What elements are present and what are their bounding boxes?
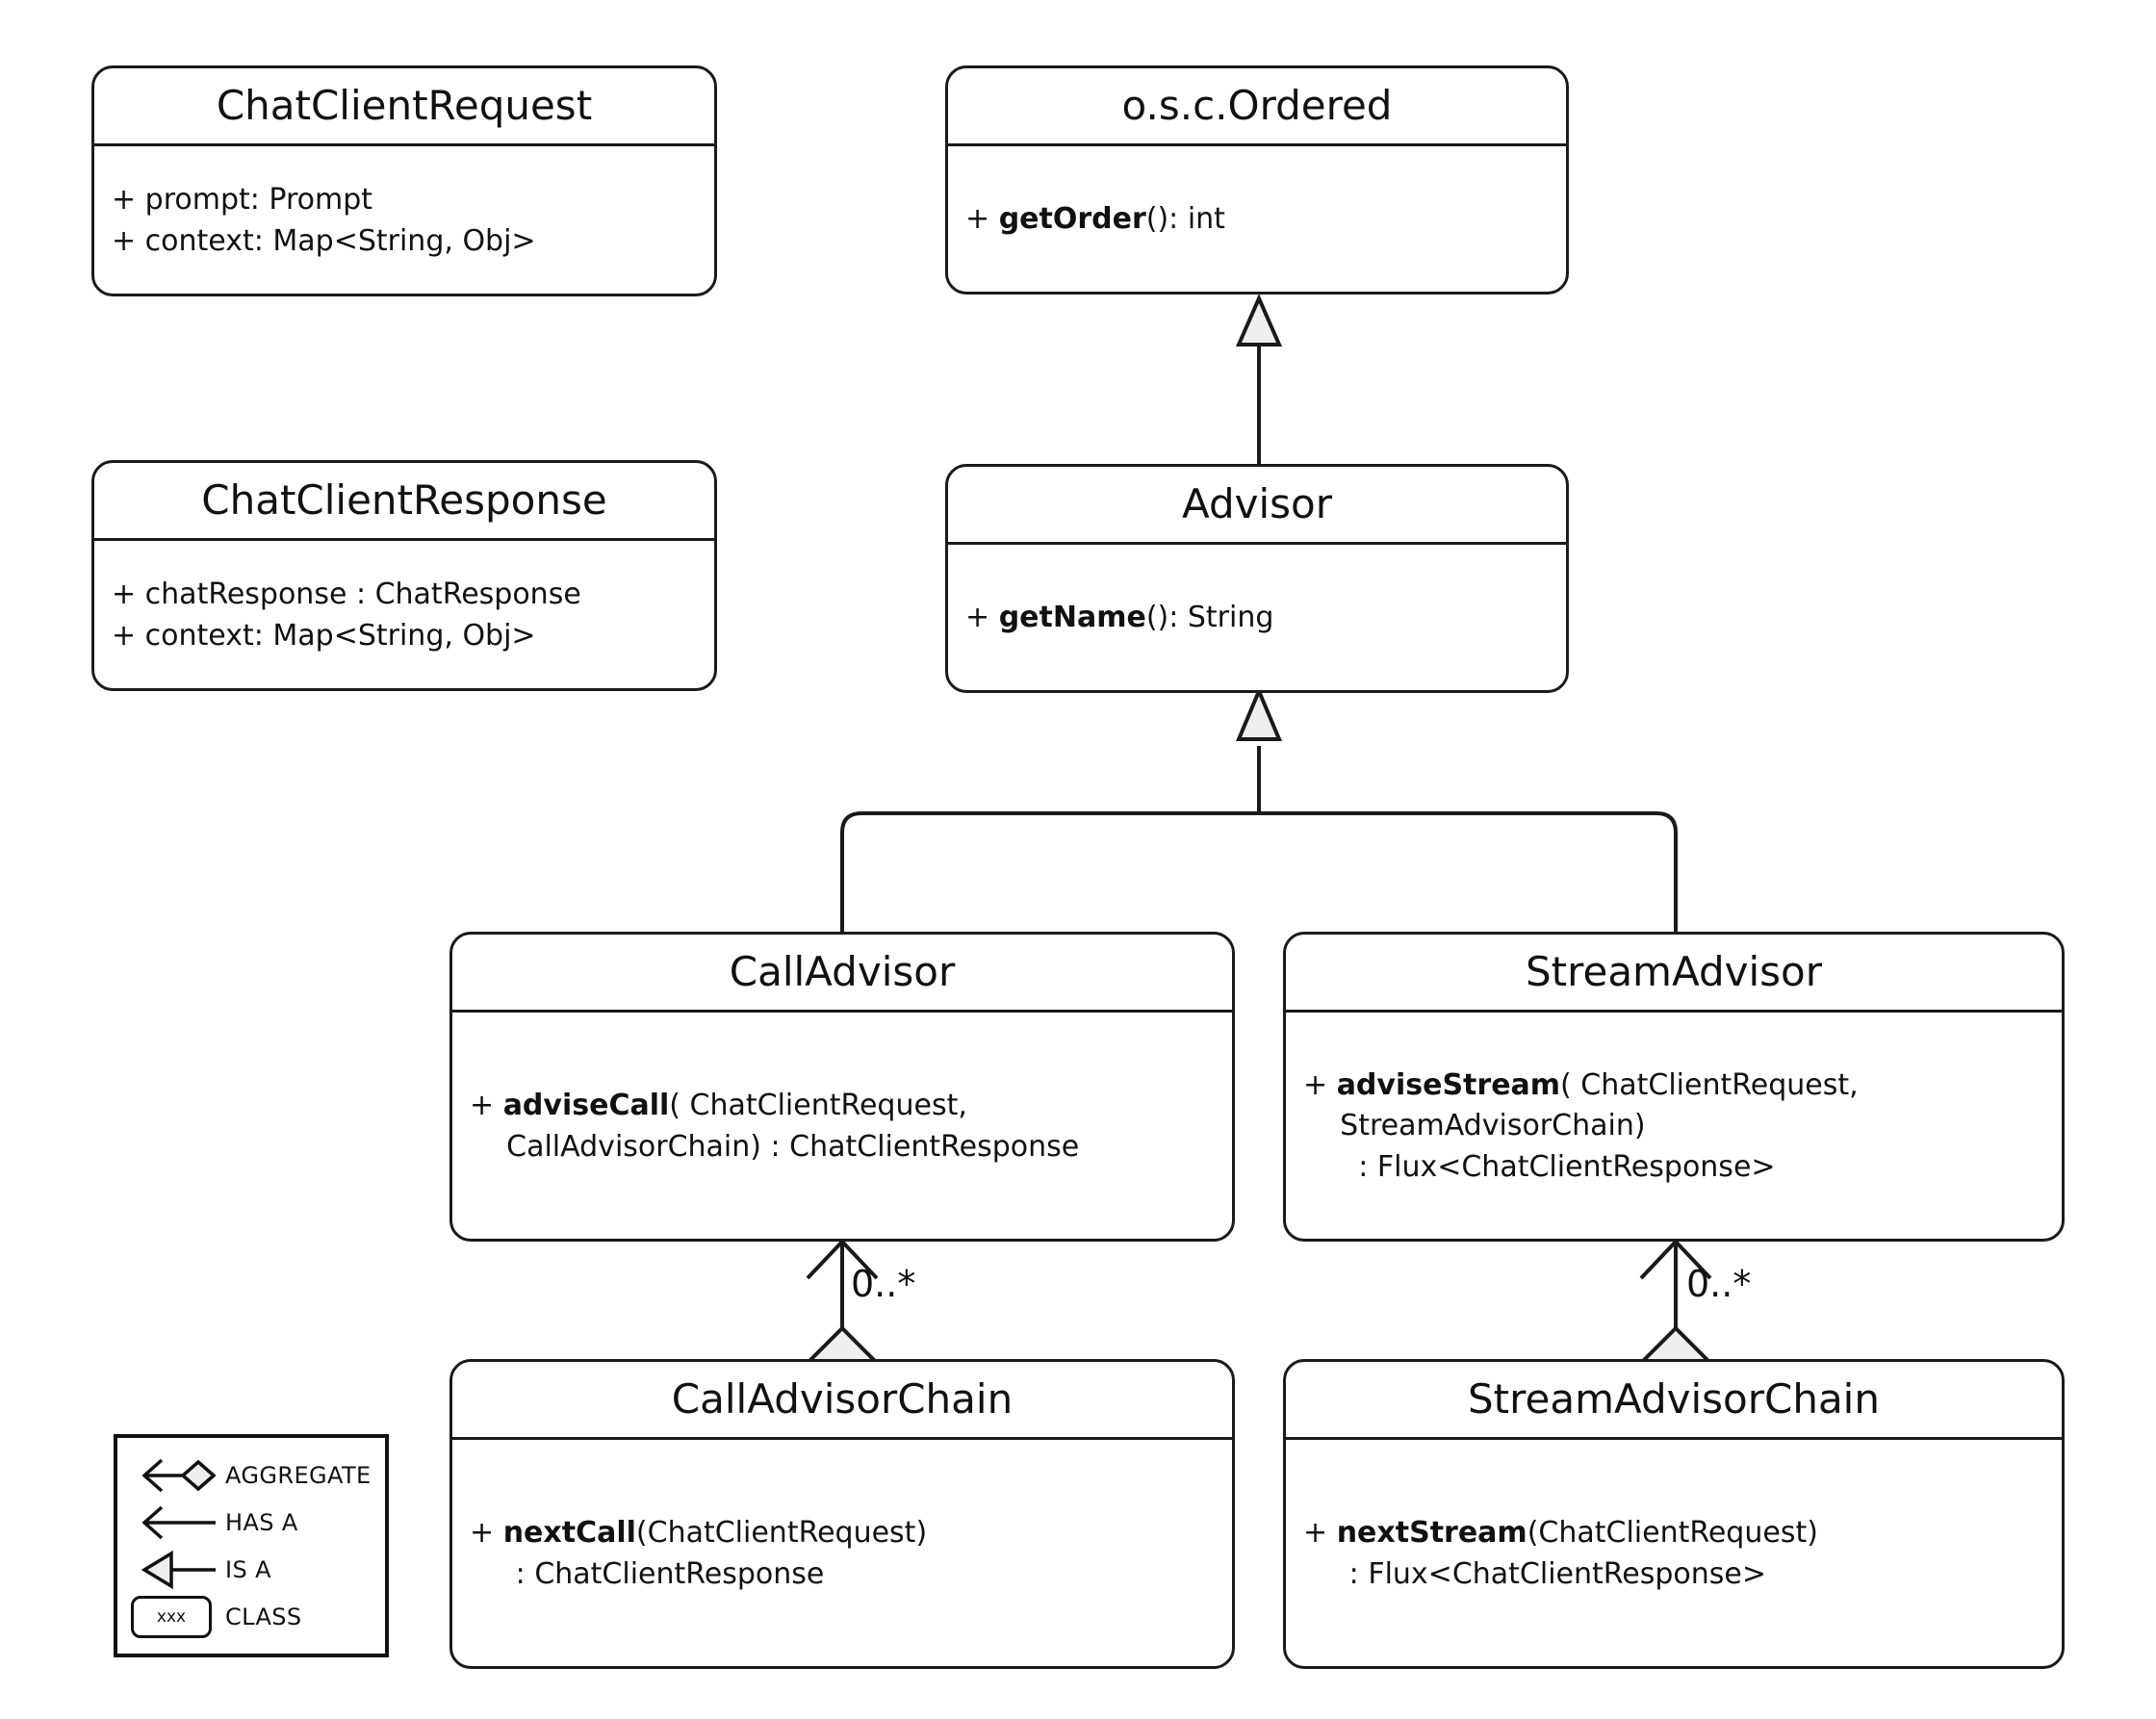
member-suffix: (ChatClientRequest) — [635, 1516, 928, 1550]
class-member: + context: Map<String, Obj> — [112, 618, 536, 653]
class-members-advisor: + getName(): String — [948, 545, 1566, 690]
class-title-ordered: o.s.c.Ordered — [1121, 82, 1393, 129]
legend-label: CLASS — [225, 1603, 302, 1630]
class-title-stream-advisor: StreamAdvisor — [1526, 948, 1822, 995]
class-divider — [948, 542, 1566, 546]
class-member: + prompt: Prompt — [112, 183, 373, 217]
aggregate-arrow-diamond-icon — [117, 1454, 225, 1497]
class-box-stream-advisor-chain[interactable]: StreamAdvisorChain + nextStream(ChatClie… — [1283, 1359, 2065, 1669]
member-suffix: (): int — [1145, 202, 1225, 237]
hollow-triangle-arrow-icon — [117, 1549, 225, 1591]
rounded-class-box-icon: xxx — [117, 1595, 225, 1638]
legend-label: IS A — [225, 1555, 271, 1583]
member-suffix: : ChatClientResponse — [470, 1556, 825, 1591]
member-name: nextStream — [1336, 1516, 1527, 1550]
class-title-call-advisor: CallAdvisor — [729, 948, 956, 995]
class-box-stream-advisor[interactable]: StreamAdvisor + adviseStream( ChatClient… — [1283, 932, 2065, 1242]
edge-advisors-is-a-advisor — [840, 685, 1678, 932]
class-members-ordered: + getOrder(): int — [948, 146, 1566, 292]
multiplicity-label-stream-chain: 0..* — [1686, 1263, 1752, 1305]
legend-label: HAS A — [225, 1508, 298, 1536]
member-prefix: + — [470, 1516, 503, 1550]
legend-label: AGGREGATE — [225, 1461, 372, 1489]
class-box-chat-client-request[interactable]: ChatClientRequest + prompt: Prompt + con… — [91, 65, 717, 296]
class-member: + getName(): String — [965, 598, 1566, 639]
class-title-advisor: Advisor — [1181, 480, 1333, 527]
class-box-ordered[interactable]: o.s.c.Ordered + getOrder(): int — [945, 65, 1569, 295]
class-divider — [948, 143, 1566, 147]
class-member: + context: Map<String, Obj> — [112, 223, 536, 258]
member-prefix: + — [965, 202, 999, 237]
class-divider — [1286, 1010, 2062, 1013]
class-title-chat-client-response: ChatClientResponse — [201, 476, 607, 524]
member-prefix: + — [965, 601, 999, 635]
class-divider — [452, 1437, 1232, 1441]
class-divider — [94, 538, 714, 542]
legend-row-class: xxx CLASS — [117, 1593, 385, 1640]
class-box-chat-client-response[interactable]: ChatClientResponse + chatResponse : Chat… — [91, 460, 717, 691]
class-member: : Flux<ChatClientResponse> — [1303, 1554, 2062, 1596]
class-member: + nextCall(ChatClientRequest) — [470, 1513, 1232, 1554]
class-member: + nextStream(ChatClientRequest) — [1303, 1513, 2062, 1554]
member-suffix: ( ChatClientRequest, — [1560, 1067, 1859, 1102]
class-box-call-advisor-chain[interactable]: CallAdvisorChain + nextCall(ChatClientRe… — [449, 1359, 1235, 1669]
class-member: StreamAdvisorChain) — [1303, 1106, 2062, 1147]
class-member: : ChatClientResponse — [470, 1554, 1232, 1596]
member-suffix: StreamAdvisorChain) — [1303, 1109, 1646, 1143]
class-members-call-advisor-chain: + nextCall(ChatClientRequest) : ChatClie… — [452, 1440, 1232, 1666]
legend-class-placeholder: xxx — [156, 1606, 187, 1627]
class-box-advisor[interactable]: Advisor + getName(): String — [945, 464, 1569, 693]
class-member: : Flux<ChatClientResponse> — [1303, 1147, 2062, 1189]
member-suffix: ( ChatClientRequest, — [669, 1089, 967, 1122]
class-member: + chatResponse : ChatResponse — [112, 577, 581, 611]
class-member: + getOrder(): int — [965, 199, 1566, 241]
legend-row-aggregate: AGGREGATE — [117, 1451, 385, 1499]
class-member: + adviseCall( ChatClientRequest, — [470, 1086, 1232, 1127]
edge-advisor-is-a-ordered — [1235, 294, 1283, 464]
class-members-stream-advisor-chain: + nextStream(ChatClientRequest) : Flux<C… — [1286, 1440, 2062, 1666]
member-name: getName — [998, 601, 1146, 635]
class-box-call-advisor[interactable]: CallAdvisor + adviseCall( ChatClientRequ… — [449, 932, 1235, 1242]
class-member: + adviseStream( ChatClientRequest, — [1303, 1065, 2062, 1107]
member-prefix: + — [1303, 1067, 1337, 1102]
legend-row-is-a: IS A — [117, 1546, 385, 1593]
legend-row-has-a: HAS A — [117, 1499, 385, 1546]
member-prefix: + — [470, 1089, 503, 1122]
member-prefix: + — [1303, 1516, 1337, 1550]
member-suffix: CallAdvisorChain) : ChatClientResponse — [470, 1129, 1080, 1164]
multiplicity-label-call-chain: 0..* — [851, 1263, 916, 1305]
class-members-stream-advisor: + adviseStream( ChatClientRequest, Strea… — [1286, 1013, 2062, 1239]
legend-box: AGGREGATE HAS A IS A — [114, 1434, 389, 1657]
member-name: nextCall — [502, 1516, 636, 1550]
class-members-call-advisor: + adviseCall( ChatClientRequest, CallAdv… — [452, 1013, 1232, 1239]
class-members-chat-client-request: + prompt: Prompt + context: Map<String, … — [94, 146, 714, 294]
class-title-call-advisor-chain: CallAdvisorChain — [671, 1375, 1014, 1423]
class-title-stream-advisor-chain: StreamAdvisorChain — [1468, 1375, 1880, 1423]
member-suffix: : Flux<ChatClientResponse> — [1303, 1556, 1766, 1591]
class-title-chat-client-request: ChatClientRequest — [216, 82, 593, 129]
member-suffix: (ChatClientRequest) — [1527, 1516, 1818, 1550]
legend-class-shape: xxx — [131, 1595, 212, 1638]
member-name: getOrder — [998, 202, 1146, 237]
class-member: CallAdvisorChain) : ChatClientResponse — [470, 1127, 1232, 1168]
plain-arrow-icon — [117, 1501, 225, 1544]
member-suffix: : Flux<ChatClientResponse> — [1303, 1149, 1776, 1184]
member-name: adviseCall — [502, 1089, 670, 1122]
class-divider — [94, 143, 714, 147]
member-suffix: (): String — [1145, 601, 1274, 635]
class-members-chat-client-response: + chatResponse : ChatResponse + context:… — [94, 541, 714, 688]
class-divider — [452, 1010, 1232, 1013]
member-name: adviseStream — [1336, 1067, 1561, 1102]
class-divider — [1286, 1437, 2062, 1441]
